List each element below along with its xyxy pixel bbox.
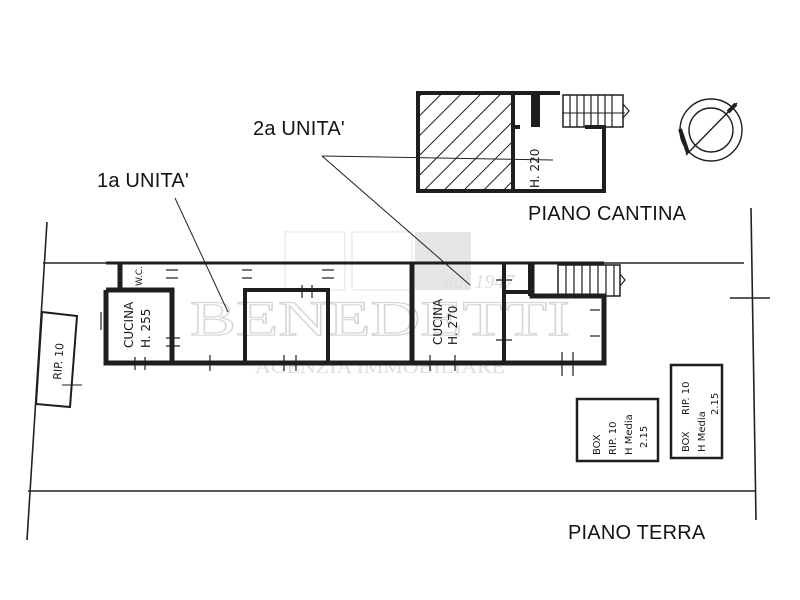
storage-left-label: RIP. 10: [51, 343, 67, 381]
ground-floor-plan: [100, 261, 626, 376]
north-arrow-icon: [678, 98, 743, 162]
kitchen-2-height: H. 270: [446, 306, 460, 345]
floor-basement-title: PIANO CANTINA: [528, 203, 687, 225]
unit-2-label: 2a UNITA': [253, 118, 345, 140]
svg-text:H Media: H Media: [697, 411, 708, 452]
svg-text:BOX: BOX: [592, 434, 603, 455]
svg-text:RIP. 10: RIP. 10: [608, 422, 619, 455]
wc-label: W.C.: [135, 266, 145, 286]
unit-1-label: 1a UNITA': [97, 170, 189, 192]
garage-box-1: BOX RIP. 10 H Media 2.15: [575, 397, 660, 463]
watermark-brand: BENEDETTI: [190, 290, 570, 346]
kitchen-1-label: CUCINA: [122, 301, 136, 348]
svg-text:2.15: 2.15: [639, 426, 650, 448]
kitchen-1-height: H. 255: [139, 309, 153, 348]
kitchen-2-label: CUCINA: [431, 298, 445, 345]
cantina-height-label: H. 220: [528, 149, 542, 188]
storage-left: RIP. 10: [34, 310, 82, 409]
svg-text:H Media: H Media: [624, 414, 635, 455]
svg-text:RIP. 10: RIP. 10: [681, 382, 692, 415]
garage-box-2: BOX RIP. 10 H Media 2.15: [669, 363, 724, 460]
watermark-since: dal 1947: [444, 271, 516, 293]
svg-text:BOX: BOX: [681, 431, 692, 452]
basement-plan: H. 220: [416, 91, 630, 193]
floor-ground-title: PIANO TERRA: [568, 522, 706, 544]
svg-text:2.15: 2.15: [710, 393, 721, 415]
watermark-subtitle: AGENZIA IMMOBILIARE: [255, 357, 505, 378]
